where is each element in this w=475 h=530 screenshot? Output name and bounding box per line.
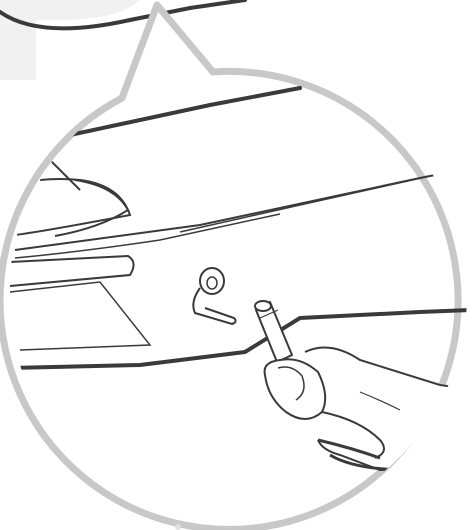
bottom-dot	[175, 524, 181, 530]
device-side-panel	[0, 0, 36, 80]
